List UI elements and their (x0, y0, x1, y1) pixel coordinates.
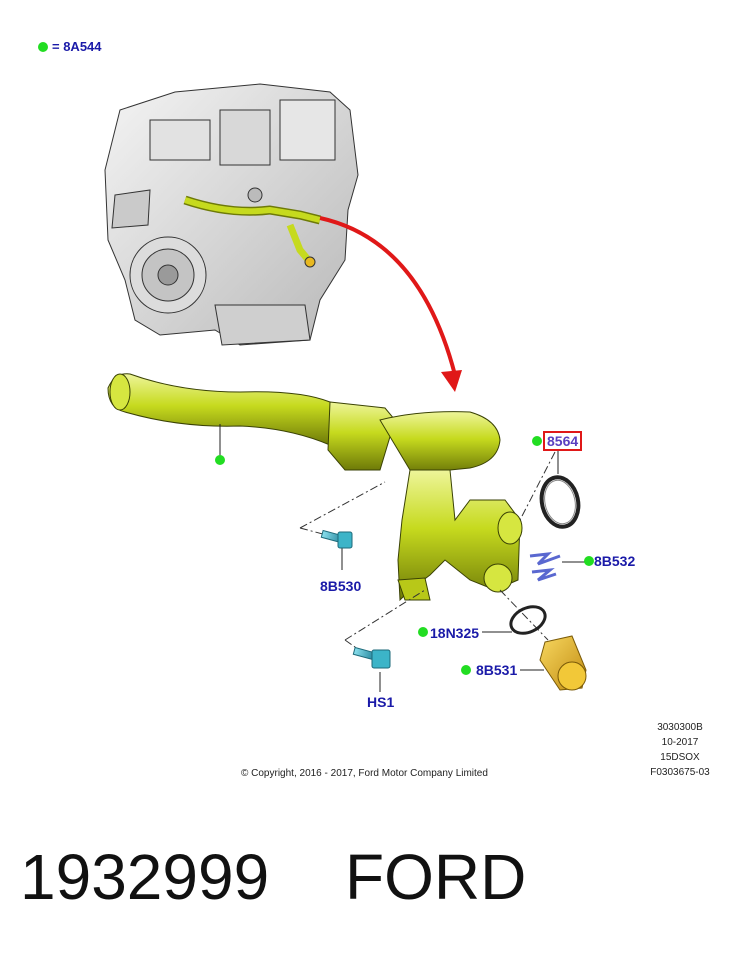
meta-date: 10-2017 (661, 737, 699, 748)
label-18N325: 18N325 (430, 625, 480, 641)
figure-metadata: 3030300B 10-2017 15DSOX F0303675-03 (640, 720, 720, 780)
label-8B531: 8B531 (476, 662, 518, 678)
engine-illustration (104, 83, 359, 346)
label-8B530: 8B530 (320, 578, 362, 594)
bolt-HS1 (352, 646, 391, 669)
marker-dots (215, 436, 594, 675)
oring-18N325 (509, 605, 547, 635)
label-8B532: 8B532 (594, 553, 636, 569)
meta-model: 15DSOX (660, 752, 700, 763)
leader-lines (219, 424, 588, 692)
label-8564: 8564 (543, 431, 583, 451)
bolt-8B530 (320, 529, 353, 549)
exploded-diagram (104, 83, 594, 692)
brand-name: FORD (345, 841, 527, 913)
legend-code: = 8A544 (52, 39, 102, 54)
meta-code: 3030300B (657, 722, 703, 733)
copyright-text: © Copyright, 2016 - 2017, Ford Motor Com… (241, 768, 488, 779)
red-arrow-icon (319, 216, 462, 392)
marker-dot-icon (584, 556, 594, 566)
label-8564-text: 8564 (543, 431, 583, 451)
clip-8B532 (529, 552, 561, 582)
part-number: 1932999 (20, 841, 270, 913)
marker-dot-icon (215, 455, 225, 465)
coolant-pipe (107, 373, 523, 602)
label-HS1: HS1 (367, 694, 395, 710)
marker-dot-icon (461, 665, 471, 675)
marker-dot-icon (532, 436, 542, 446)
seal-ring-8564 (539, 475, 581, 529)
housing-8B531 (539, 635, 587, 691)
legend: = 8A544 (38, 39, 102, 54)
meta-figure: F0303675-03 (650, 767, 710, 778)
marker-dot-icon (418, 627, 428, 637)
legend-dot-icon (38, 41, 48, 52)
